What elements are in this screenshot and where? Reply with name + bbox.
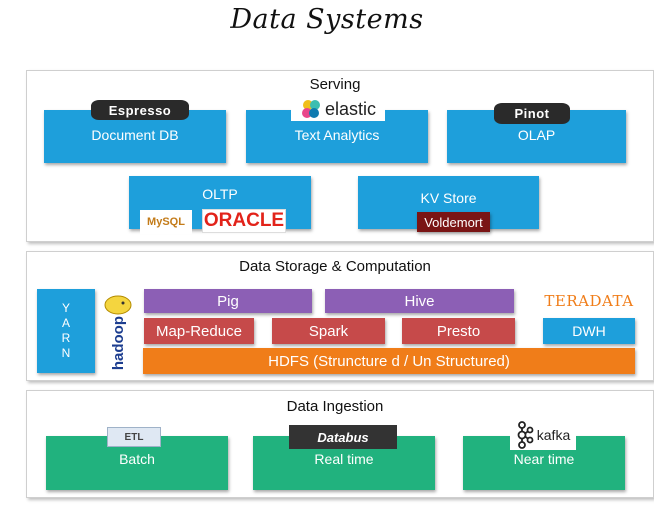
hdfs-box: HDFS (Struncture d / Un Structured) <box>143 348 635 374</box>
pinot-logo: Pinot <box>494 103 570 124</box>
oltp-label: OLTP <box>202 185 238 202</box>
ingestion-title: Data Ingestion <box>286 398 384 415</box>
espresso-logo: Espresso <box>91 100 189 120</box>
olap-label: OLAP <box>517 126 556 143</box>
pig-box: Pig <box>144 289 312 313</box>
page-title: Data Systems <box>230 4 424 35</box>
kafka-logo: kafka <box>510 420 576 450</box>
yarn-letter-r: R <box>61 331 71 345</box>
spark-label: Spark <box>308 322 349 340</box>
hadoop-text: hadoop <box>109 315 127 371</box>
teradata-text: TERADATA <box>544 292 634 310</box>
kafka-icon <box>517 421 534 449</box>
storage-title: Data Storage & Computation <box>239 258 431 275</box>
map-reduce-box: Map-Reduce <box>144 318 254 344</box>
serving-title: Serving <box>309 76 361 93</box>
elastic-icon <box>301 100 320 118</box>
yarn-letter-y: Y <box>61 301 70 315</box>
elastic-logo: elastic <box>291 97 385 121</box>
yarn-letter-a: A <box>61 316 70 330</box>
voldemort-logo: Voldemort <box>417 212 490 232</box>
yarn-letter-n: N <box>61 346 71 360</box>
teradata-logo: TERADATA <box>543 289 635 313</box>
elastic-text: elastic <box>324 98 377 119</box>
etl-logo: ETL <box>107 427 161 447</box>
hive-label: Hive <box>404 292 435 310</box>
mysql-logo: MySQL <box>140 210 192 234</box>
hdfs-label: HDFS (Struncture d / Un Structured) <box>268 352 510 370</box>
hadoop-elephant-icon <box>104 295 132 315</box>
mysql-text: MySQL <box>147 216 185 228</box>
realtime-label: Real time <box>314 451 374 467</box>
databus-logo: Databus <box>289 425 397 449</box>
presto-box: Presto <box>402 318 515 344</box>
hive-box: Hive <box>325 289 514 313</box>
oracle-logo: ORACLE <box>202 209 286 233</box>
near-realtime-label: Near time <box>513 451 575 467</box>
voldemort-text: Voldemort <box>424 214 483 230</box>
batch-label: Batch <box>119 451 155 467</box>
spark-box: Spark <box>272 318 385 344</box>
yarn-box: Y A R N <box>37 289 95 373</box>
oracle-text: ORACLE <box>203 210 285 231</box>
pig-label: Pig <box>217 292 239 310</box>
text-analytics-label: Text Analytics <box>294 126 380 143</box>
olap-box: OLAP <box>447 110 626 163</box>
kv-store-label: KV Store <box>420 189 477 206</box>
presto-label: Presto <box>436 322 481 340</box>
batch-box: Batch <box>46 436 228 490</box>
dwh-box: DWH <box>543 318 635 344</box>
databus-text: Databus <box>317 429 369 445</box>
map-reduce-label: Map-Reduce <box>156 322 242 340</box>
etl-text: ETL <box>124 431 144 443</box>
kafka-text: kafka <box>536 427 571 443</box>
dwh-label: DWH <box>572 323 606 339</box>
hadoop-logo: hadoop <box>101 289 135 375</box>
document-db-label: Document DB <box>91 126 179 143</box>
